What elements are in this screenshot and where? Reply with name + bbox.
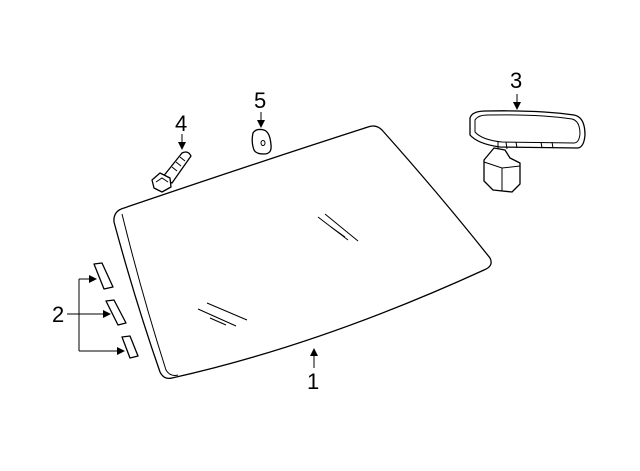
nut[interactable] <box>251 128 272 155</box>
spacers[interactable] <box>93 262 139 359</box>
rear-view-mirror[interactable] <box>469 110 586 193</box>
bolt[interactable] <box>151 151 192 193</box>
windshield[interactable] <box>113 125 492 380</box>
callout-2-label: 2 <box>52 302 64 327</box>
callout-3-label: 3 <box>510 68 522 93</box>
callout-4-label: 4 <box>175 111 187 136</box>
callout-5-label: 5 <box>254 88 266 113</box>
glass-reflection-lines <box>197 213 359 327</box>
callout-1-label: 1 <box>307 369 319 394</box>
callout-2-leader <box>67 275 125 355</box>
